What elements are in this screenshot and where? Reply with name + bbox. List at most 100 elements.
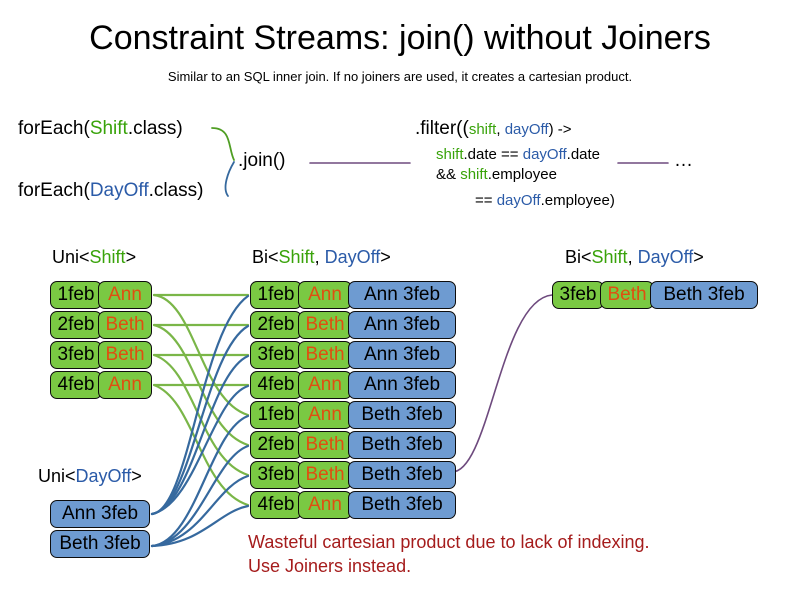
header-uni-dayoff-pre: Uni< — [38, 466, 76, 486]
shift-employee-cell: Ann — [298, 371, 352, 399]
filter-line-2: shift.date == dayOff.date — [436, 144, 600, 166]
filter-l1-a: .filter(( — [415, 118, 469, 139]
foreach-dayoff-statement: forEach(DayOff.class) — [18, 180, 204, 202]
header-uni-dayoff-post: > — [131, 466, 142, 486]
header-uni-dayoff: Uni<DayOff> — [38, 465, 142, 487]
shift-employee-cell: Beth — [298, 311, 352, 339]
join-call-label: .join() — [238, 150, 286, 171]
shift-date-cell: 4feb — [50, 371, 102, 399]
shift-employee-cell: Ann — [298, 401, 352, 429]
filter-l3-b: .employee — [487, 166, 557, 183]
header-bi-mid-comma: , — [314, 247, 325, 267]
shift-date-cell: 3feb — [250, 341, 302, 369]
shift-date-cell: 2feb — [250, 431, 302, 459]
header-bi-right-comma: , — [627, 247, 638, 267]
shift-employee-cell: Beth — [298, 431, 352, 459]
filter-l2-dayoff: dayOff — [522, 146, 567, 163]
header-bi-mid-type2: DayOff — [324, 247, 381, 267]
shift-employee-cell: Ann — [298, 281, 352, 309]
page-title: Constraint Streams: join() without Joine… — [89, 19, 711, 57]
dayoff-cell: Ann 3feb — [348, 371, 456, 399]
filter-l2-b: .date — [566, 146, 601, 163]
header-bi-right-pre: Bi< — [565, 247, 592, 267]
shift-date-cell: 4feb — [250, 371, 302, 399]
dayoff-cell: Beth 3feb — [650, 281, 758, 309]
header-uni-shift-post: > — [125, 247, 137, 267]
filter-l2-shift: shift — [436, 146, 464, 163]
header-bi-right-type2: DayOff — [637, 247, 694, 267]
dayoff-cell: Ann 3feb — [348, 281, 456, 309]
header-bi-mid-type1: Shift — [278, 247, 315, 267]
filter-l1-dayoff: dayOff — [504, 121, 549, 138]
header-bi-middle: Bi<Shift, DayOff> — [252, 246, 391, 268]
shift-employee-cell: Beth — [98, 341, 152, 369]
filter-l1-shift: shift — [468, 121, 497, 138]
header-bi-mid-post: > — [380, 247, 391, 267]
dayoff-tuple-row[interactable]: Beth 3feb — [50, 530, 150, 558]
shift-employee-cell: Ann — [298, 491, 352, 519]
shift-date-cell: 4feb — [250, 491, 302, 519]
pipeline-ellipsis: … — [674, 150, 693, 171]
filter-l2-a: .date == — [463, 146, 523, 163]
dayoff-cell: Ann 3feb — [348, 341, 456, 369]
header-uni-shift-type: Shift — [89, 247, 126, 267]
dayoff-cell: Beth 3feb — [348, 431, 456, 459]
header-uni-shift: Uni<Shift> — [52, 246, 136, 268]
shift-date-cell: 2feb — [50, 311, 102, 339]
shift-employee-cell: Ann — [98, 371, 152, 399]
filter-l4-dayoff: dayOff — [496, 192, 541, 209]
dayoff-cell: Ann 3feb — [348, 311, 456, 339]
foreach-shift-type: Shift — [89, 118, 128, 139]
warning-line-2: Use Joiners instead. — [248, 556, 412, 576]
shift-employee-cell: Beth — [98, 311, 152, 339]
shift-date-cell: 1feb — [50, 281, 102, 309]
shift-date-cell: 1feb — [250, 401, 302, 429]
shift-employee-cell: Beth — [298, 461, 352, 489]
header-uni-shift-pre: Uni< — [52, 247, 90, 267]
foreach-shift-prefix: forEach( — [18, 118, 90, 139]
filter-line-1: .filter((shift, dayOff) -> — [415, 118, 572, 141]
filter-line-4: == dayOff.employee) — [475, 190, 615, 212]
filter-l4-a: == — [475, 192, 497, 209]
filter-l1-b: ) -> — [548, 121, 572, 138]
foreach-dayoff-suffix: .class) — [148, 180, 204, 201]
dayoff-cell: Beth 3feb — [348, 491, 456, 519]
shift-employee-cell: Ann — [98, 281, 152, 309]
warning-line-1: Wasteful cartesian product due to lack o… — [248, 532, 650, 552]
warning-text: Wasteful cartesian product due to lack o… — [248, 530, 650, 578]
filter-l1-comma: , — [496, 121, 505, 138]
filter-l3-a: && — [436, 166, 461, 183]
header-bi-mid-pre: Bi< — [252, 247, 279, 267]
shift-date-cell: 3feb — [50, 341, 102, 369]
shift-date-cell: 2feb — [250, 311, 302, 339]
shift-date-cell: 3feb — [250, 461, 302, 489]
filter-line-3: && shift.employee — [436, 164, 557, 186]
filter-l3-shift: shift — [460, 166, 488, 183]
header-bi-right: Bi<Shift, DayOff> — [565, 246, 704, 268]
dayoff-cell: Beth 3feb — [348, 401, 456, 429]
foreach-dayoff-type: DayOff — [89, 180, 149, 201]
dayoff-cell: Beth 3feb — [348, 461, 456, 489]
header-bi-right-type1: Shift — [591, 247, 628, 267]
dayoff-tuple-row[interactable]: Ann 3feb — [50, 500, 150, 528]
filter-l4-b: .employee) — [540, 192, 615, 209]
